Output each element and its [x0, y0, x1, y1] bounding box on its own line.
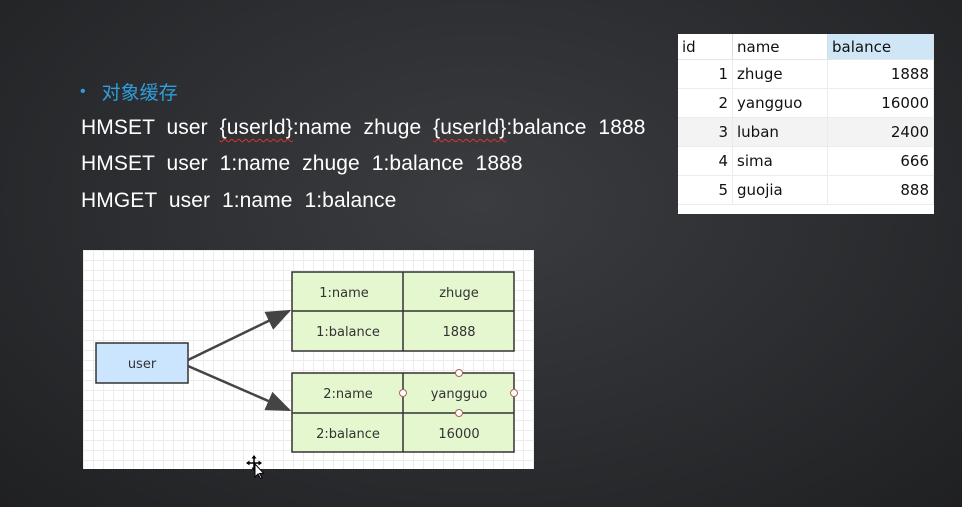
- command-line-2: HMSET user 1:name zhuge 1:balance 1888: [81, 152, 523, 175]
- hash-1-value-name: zhuge: [439, 286, 479, 301]
- cell-id[interactable]: 1: [678, 59, 733, 89]
- command-1-suffix: :balance 1888: [506, 116, 646, 139]
- cell-balance[interactable]: 666: [827, 146, 934, 176]
- move-cursor-icon: [246, 455, 265, 479]
- cell-id[interactable]: 4: [678, 146, 733, 176]
- hash-2-field-name: 2:name: [323, 387, 373, 402]
- hash-block-1[interactable]: 1:name zhuge 1:balance 1888: [291, 271, 515, 352]
- column-header-name[interactable]: name: [732, 34, 828, 60]
- cell-name[interactable]: luban: [732, 117, 828, 147]
- cell-name[interactable]: yangguo: [732, 88, 828, 118]
- command-1-prefix: HMSET user: [81, 116, 220, 139]
- cell-balance[interactable]: 888: [827, 175, 934, 205]
- root-node-user[interactable]: user: [95, 342, 189, 384]
- table-row[interactable]: 2 yangguo 16000: [678, 88, 934, 118]
- cell-balance[interactable]: 1888: [827, 59, 934, 89]
- cell-id[interactable]: 3: [678, 117, 733, 147]
- arrow-to-hash-1: [187, 309, 292, 362]
- command-line-1: HMSET user {userId}:name zhuge {userId}:…: [81, 116, 646, 140]
- database-table: id name balance 1 zhuge 1888 2 yangguo 1…: [678, 34, 934, 214]
- command-1-mid: :name zhuge: [292, 116, 434, 139]
- hash-1-value-balance: 1888: [442, 325, 475, 340]
- table-row[interactable]: 1 zhuge 1888: [678, 59, 934, 89]
- cell-name[interactable]: sima: [732, 146, 828, 176]
- table-row[interactable]: 4 sima 666: [678, 146, 934, 176]
- hash-block-2[interactable]: 2:name yangguo 2:balance 16000: [291, 372, 515, 453]
- hash-2-value-name: yangguo: [431, 387, 488, 402]
- cell-id[interactable]: 5: [678, 175, 733, 205]
- table-row[interactable]: 3 luban 2400: [678, 117, 934, 147]
- command-1-userid-a: {userId}: [219, 116, 293, 139]
- root-node-label: user: [128, 357, 157, 372]
- bullet-heading: • 对象缓存: [80, 78, 178, 105]
- cell-balance[interactable]: 2400: [827, 117, 934, 147]
- hash-1-field-name: 1:name: [319, 286, 369, 301]
- hash-diagram: user 1:name zhuge 1:balance 1888 2:name: [83, 250, 534, 469]
- section-title: 对象缓存: [101, 82, 178, 104]
- hash-2-value-balance: 16000: [438, 427, 479, 442]
- cell-balance[interactable]: 16000: [827, 88, 934, 118]
- table-row[interactable]: 5 guojia 888: [678, 175, 934, 205]
- cell-name[interactable]: guojia: [732, 175, 828, 205]
- cell-name[interactable]: zhuge: [732, 59, 828, 89]
- hash-2-field-balance: 2:balance: [316, 427, 380, 442]
- arrow-to-hash-2: [187, 364, 292, 412]
- hash-1-field-balance: 1:balance: [316, 325, 380, 340]
- bullet-icon: •: [80, 82, 86, 100]
- command-1-userid-b: {userId}: [433, 116, 507, 139]
- command-line-3: HMGET user 1:name 1:balance: [81, 189, 397, 212]
- cell-id[interactable]: 2: [678, 88, 733, 118]
- column-header-id[interactable]: id: [678, 34, 733, 60]
- selection-handles[interactable]: [399, 369, 518, 417]
- column-header-balance[interactable]: balance: [827, 34, 934, 60]
